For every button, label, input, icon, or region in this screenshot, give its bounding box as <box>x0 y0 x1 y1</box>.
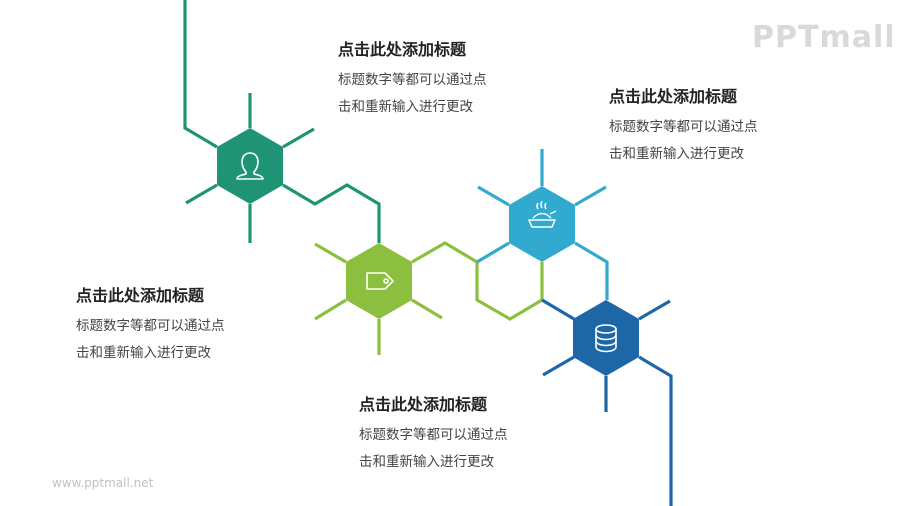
hexagon-node-1[interactable] <box>217 128 283 204</box>
block-desc-line-2[interactable]: 击和重新输入进行更改 <box>338 99 473 115</box>
blue-connectors <box>476 149 609 300</box>
text-block-4: 点击此处添加标题 标题数字等都可以通过点 击和重新输入进行更改 <box>359 395 508 476</box>
hexagon-node-3[interactable] <box>509 186 575 262</box>
hexagon-node-4[interactable] <box>573 300 639 376</box>
block-desc-line-1[interactable]: 标题数字等都可以通过点 <box>76 318 225 334</box>
block-desc-line-1[interactable]: 标题数字等都可以通过点 <box>359 427 508 443</box>
watermark-url: www.pptmall.net <box>52 476 154 490</box>
hexagon-node-2[interactable] <box>346 243 412 319</box>
block-title[interactable]: 点击此处添加标题 <box>609 87 738 106</box>
tag-icon <box>366 272 394 290</box>
block-title[interactable]: 点击此处添加标题 <box>359 395 488 414</box>
teal-connectors <box>183 0 381 243</box>
database-icon <box>595 324 617 353</box>
text-block-1: 点击此处添加标题 标题数字等都可以通过点 击和重新输入进行更改 <box>338 40 487 121</box>
block-desc-line-2[interactable]: 击和重新输入进行更改 <box>76 345 211 361</box>
text-block-3: 点击此处添加标题 标题数字等都可以通过点 击和重新输入进行更改 <box>76 286 225 367</box>
block-desc-line-2[interactable]: 击和重新输入进行更改 <box>359 454 494 470</box>
navy-connectors <box>541 298 673 506</box>
food-bowl-icon <box>528 200 557 228</box>
block-desc-line-1[interactable]: 标题数字等都可以通过点 <box>609 119 758 135</box>
user-icon <box>236 152 264 180</box>
block-desc-line-2[interactable]: 击和重新输入进行更改 <box>609 146 744 162</box>
block-title[interactable]: 点击此处添加标题 <box>338 40 467 59</box>
text-block-2: 点击此处添加标题 标题数字等都可以通过点 击和重新输入进行更改 <box>609 87 758 168</box>
block-desc-line-1[interactable]: 标题数字等都可以通过点 <box>338 72 487 88</box>
watermark-logo: PPTmall <box>752 20 896 55</box>
block-title[interactable]: 点击此处添加标题 <box>76 286 205 305</box>
